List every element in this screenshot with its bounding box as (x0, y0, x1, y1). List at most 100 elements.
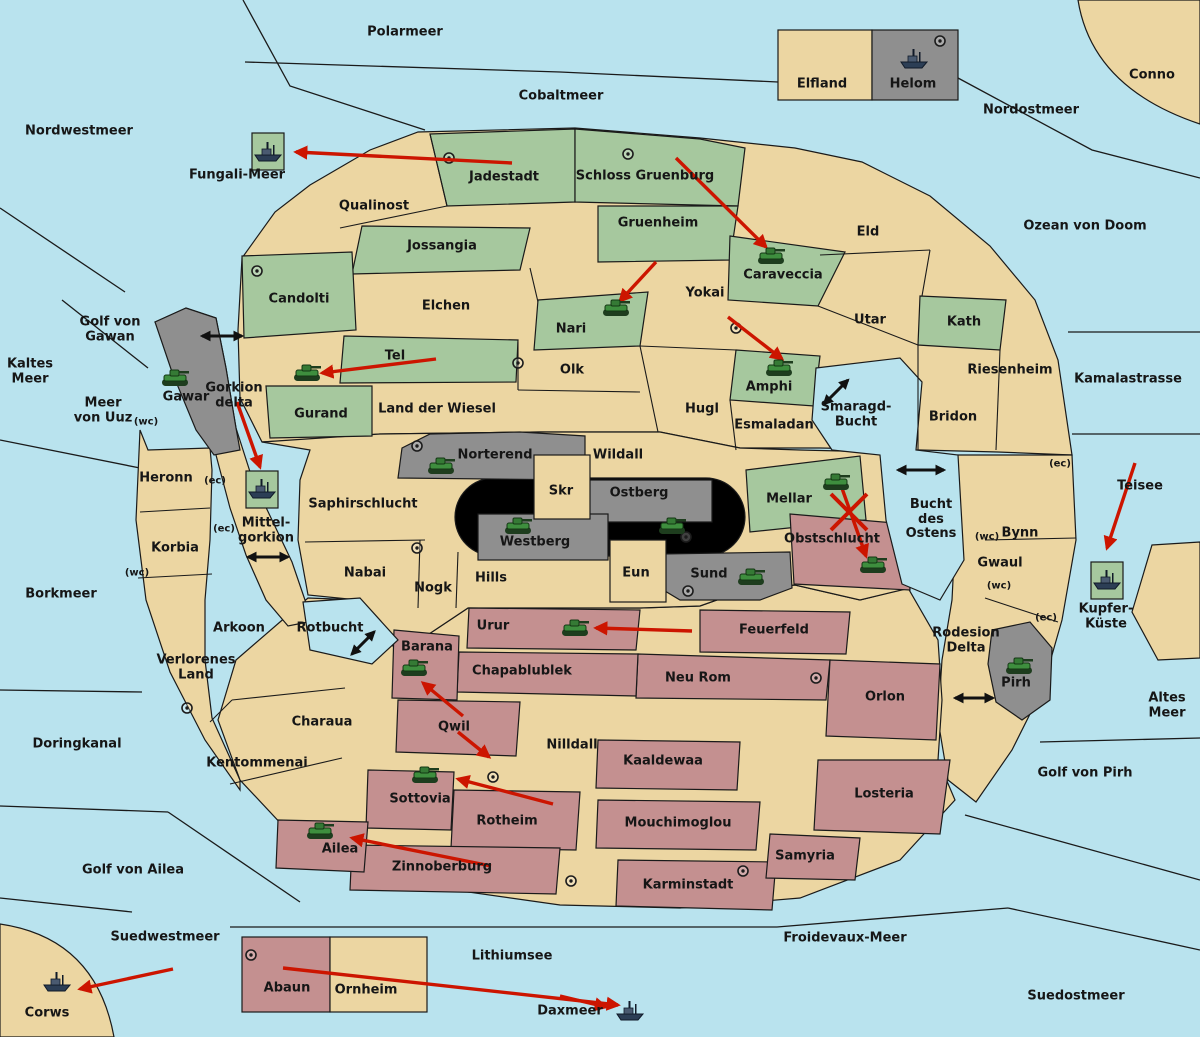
sea-label-doringkanal[interactable]: Doringkanal (32, 736, 122, 752)
territory-label-verlorenes-land[interactable]: Verlorenes Land (156, 652, 236, 682)
territory-label-nogk[interactable]: Nogk (414, 580, 452, 596)
fleet-unit-daxmeer[interactable] (616, 1001, 645, 1021)
territory-label-eun[interactable]: Eun (622, 565, 650, 581)
territory-label-rotheim[interactable]: Rotheim (476, 813, 538, 829)
territory-label-sottovia[interactable]: Sottovia (389, 791, 451, 807)
territory-label-mittel-gorkion[interactable]: Mittel- gorkion (238, 515, 294, 545)
territory-label-skr[interactable]: Skr (548, 483, 574, 499)
army-unit-gurand[interactable] (294, 364, 321, 381)
territory-label-eld[interactable]: Eld (856, 224, 880, 240)
army-unit-ostberg[interactable] (659, 517, 686, 534)
territory-label-esmaladan[interactable]: Esmaladan (734, 417, 814, 433)
army-unit-obstschlucht[interactable] (860, 556, 887, 573)
territory-label-nilldall[interactable]: Nilldall (546, 737, 598, 753)
army-unit-norterend[interactable] (428, 457, 455, 474)
sea-label-meer-von-uuz[interactable]: Meer von Uuz (73, 395, 133, 425)
territory-label-norterend[interactable]: Norterend (457, 447, 533, 463)
sea-label-teisee[interactable]: Teisee (1117, 478, 1163, 494)
territory-label-riesenheim[interactable]: Riesenheim (967, 362, 1053, 378)
territory-label-orlon[interactable]: Orlon (864, 689, 906, 705)
sea-label-kaltes-meer[interactable]: Kaltes Meer (6, 356, 54, 386)
territory-label-mouchimoglou[interactable]: Mouchimoglou (624, 815, 732, 831)
sea-label-lithiumsee[interactable]: Lithiumsee (471, 948, 553, 964)
territory-label-jadestadt[interactable]: Jadestadt (469, 169, 539, 185)
territory-label-amphi[interactable]: Amphi (745, 379, 793, 395)
territory-label-arkoon[interactable]: Arkoon (213, 620, 265, 636)
territory-label-smaragd-bucht[interactable]: Smaragd- Bucht (820, 399, 892, 429)
sea-label-cobaltmeer[interactable]: Cobaltmeer (518, 88, 604, 104)
territory-label-kupfer-küste[interactable]: Kupfer- Küste (1078, 601, 1134, 631)
territory-label-gurand[interactable]: Gurand (294, 406, 348, 422)
territory-label-caraveccia[interactable]: Caraveccia (743, 267, 823, 283)
territory-label-abaun[interactable]: Abaun (263, 980, 311, 996)
territory-label-nari[interactable]: Nari (555, 321, 587, 337)
sea-label-kamalastrasse[interactable]: Kamalastrasse (1074, 371, 1182, 387)
army-unit-sund[interactable] (738, 568, 765, 585)
sea-label-nordwestmeer[interactable]: Nordwestmeer (25, 123, 133, 139)
territory-label-feuerfeld[interactable]: Feuerfeld (739, 622, 809, 638)
territory-label-olk[interactable]: Olk (559, 362, 585, 378)
territory-label-wildall[interactable]: Wildall (592, 447, 644, 463)
territory-label-bridon[interactable]: Bridon (928, 409, 978, 425)
territory-label-rotbucht[interactable]: Rotbucht (296, 620, 364, 636)
sea-label-borkmeer[interactable]: Borkmeer (25, 586, 97, 602)
fleet-unit-corws[interactable] (43, 972, 72, 992)
sea-label-altes-meer[interactable]: Altes Meer (1148, 690, 1186, 720)
army-unit-mellar[interactable] (823, 473, 850, 490)
territory-label-conno[interactable]: Conno (1129, 67, 1175, 83)
territory-label-land-der-wiesel[interactable]: Land der Wiesel (378, 401, 496, 417)
territory-label-ornheim[interactable]: Ornheim (334, 982, 398, 998)
territory-label-westberg[interactable]: Westberg (499, 534, 571, 550)
army-unit-caraveccia[interactable] (758, 247, 785, 264)
territory-label-chapablublek[interactable]: Chapablublek (472, 663, 572, 679)
territory-label-karminstadt[interactable]: Karminstadt (642, 877, 734, 893)
territory-label-sund[interactable]: Sund (690, 566, 728, 582)
fleet-unit-kupfer-küste[interactable] (1093, 570, 1122, 590)
territory-label-nabai[interactable]: Nabai (343, 565, 387, 581)
territory-label-kentommenai[interactable]: Kentommenai (206, 755, 308, 771)
army-unit-urur[interactable] (562, 619, 589, 636)
territory-label-bucht-des-ostens[interactable]: Bucht des Ostens (905, 497, 957, 542)
territory-label-tel[interactable]: Tel (384, 348, 406, 364)
territory-label-samyria[interactable]: Samyria (775, 848, 835, 864)
territory-label-hugl[interactable]: Hugl (685, 401, 719, 417)
territory-label-hills[interactable]: Hills (475, 570, 507, 586)
fleet-unit-fungali-meer[interactable] (254, 142, 283, 162)
army-unit-pirh[interactable] (1006, 657, 1033, 674)
territory-label-utar[interactable]: Utar (854, 312, 886, 328)
sea-label-suedostmeer[interactable]: Suedostmeer (1027, 988, 1125, 1004)
territory-label-ostberg[interactable]: Ostberg (609, 485, 669, 501)
territory-label-mellar[interactable]: Mellar (766, 491, 812, 507)
fleet-unit-mittel-gorkion[interactable] (248, 479, 277, 499)
territory-label-urur[interactable]: Urur (476, 618, 510, 634)
territory-label-saphirschlucht[interactable]: Saphirschlucht (308, 496, 418, 512)
territory-label-kaaldewaa[interactable]: Kaaldewaa (623, 753, 703, 769)
sea-label-suedwestmeer[interactable]: Suedwestmeer (110, 929, 220, 945)
territory-label-gawar[interactable]: Gawar (162, 389, 210, 405)
sea-label-polarmeer[interactable]: Polarmeer (367, 24, 443, 40)
territory-label-corws[interactable]: Corws (24, 1005, 70, 1021)
territory-label-bynn[interactable]: Bynn (1001, 525, 1039, 541)
sea-label-golf-von-gawan[interactable]: Golf von Gawan (79, 314, 141, 344)
territory-label-qualinost[interactable]: Qualinost (338, 198, 410, 214)
sea-label-golf-von-pirh[interactable]: Golf von Pirh (1037, 765, 1133, 781)
sea-label-daxmeer[interactable]: Daxmeer (537, 1003, 603, 1019)
territory-label-yokai[interactable]: Yokai (685, 285, 725, 301)
territory-label-helom[interactable]: Helom (889, 76, 937, 92)
territory-label-heronn[interactable]: Heronn (139, 470, 193, 486)
territory-label-gruenheim[interactable]: Gruenheim (617, 215, 699, 231)
army-unit-westberg[interactable] (505, 517, 532, 534)
territory-label-charaua[interactable]: Charaua (291, 714, 353, 730)
territory-label-obstschlucht[interactable]: Obstschlucht (784, 531, 880, 547)
territory-label-gwaul[interactable]: Gwaul (977, 555, 1023, 571)
army-unit-sottovia[interactable] (412, 766, 439, 783)
territory-label-neu-rom[interactable]: Neu Rom (665, 670, 731, 686)
territory-label-elfland[interactable]: Elfland (796, 76, 848, 92)
army-unit-ailea[interactable] (307, 822, 334, 839)
army-unit-gawar[interactable] (162, 369, 189, 386)
army-unit-barana[interactable] (401, 659, 428, 676)
sea-label-ozean-von-doom[interactable]: Ozean von Doom (1023, 218, 1147, 234)
territory-label-candolti[interactable]: Candolti (268, 291, 330, 307)
territory-label-korbia[interactable]: Korbia (151, 540, 199, 556)
territory-label-elchen[interactable]: Elchen (421, 298, 471, 314)
